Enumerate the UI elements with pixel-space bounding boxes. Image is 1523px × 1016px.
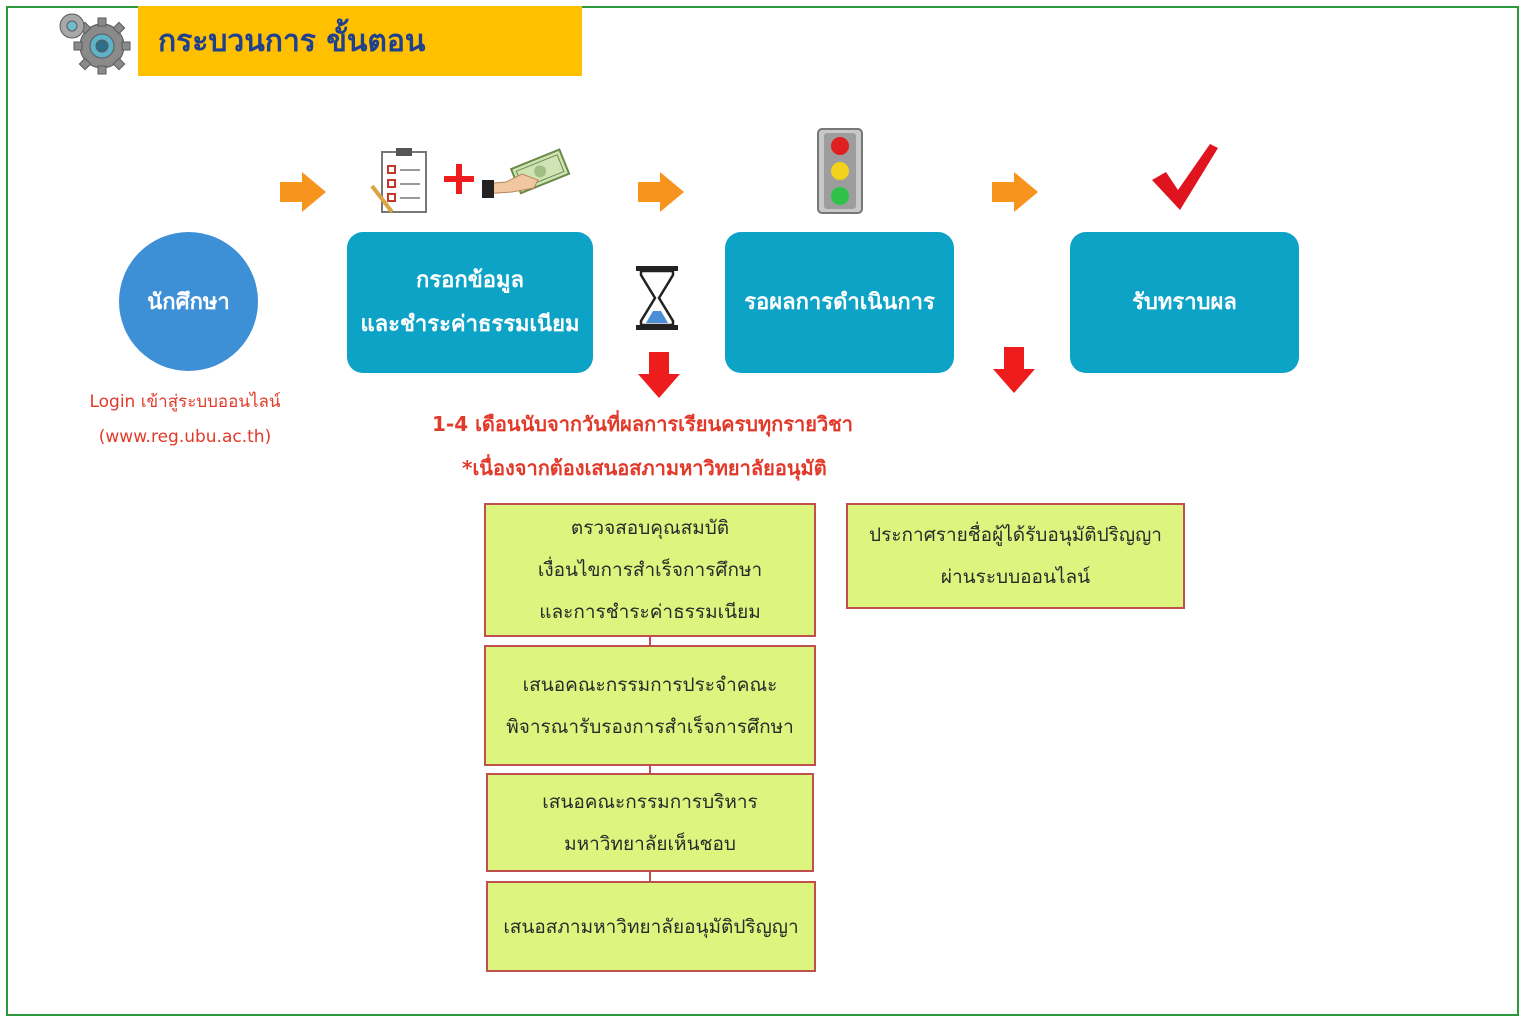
receive-result-label: รับทราบผล: [1132, 289, 1237, 315]
money-hand-icon: [482, 146, 574, 208]
receive-result-box: รับทราบผล: [1070, 232, 1299, 373]
step-line: และการชำระค่าธรรมเนียม: [539, 601, 761, 623]
fill-form-line1: กรอกข้อมูล: [416, 267, 524, 293]
announcement-line1: ประกาศรายชื่อผู้ได้รับอนุมัติปริญญา: [869, 524, 1162, 546]
login-note: Login เข้าสู่ระบบออนไลน์ (www.reg.ubu.ac…: [60, 385, 310, 455]
wait-result-box: รอผลการดำเนินการ: [725, 232, 954, 373]
step-connector: [649, 637, 651, 645]
step-line: เสนอคณะกรรมการบริหาร: [542, 790, 758, 813]
announcement-box: ประกาศรายชื่อผู้ได้รับอนุมัติปริญญา ผ่าน…: [846, 503, 1185, 609]
step-box-executive-committee: เสนอคณะกรรมการบริหาร มหาวิทยาลัยเห็นชอบ: [486, 773, 814, 872]
wait-result-label: รอผลการดำเนินการ: [744, 289, 935, 315]
step-line: เสนอสภามหาวิทยาลัยอนุมัติปริญญา: [503, 915, 799, 938]
step-connector: [649, 872, 651, 881]
step-connector: [649, 766, 651, 773]
step-line: พิจารณารับรองการสำเร็จการศึกษา: [506, 715, 794, 738]
step-box-faculty-committee: เสนอคณะกรรมการประจำคณะ พิจารณารับรองการส…: [484, 645, 816, 766]
page-title: กระบวนการ ขั้นตอน: [158, 23, 426, 59]
step-box-qualification: ตรวจสอบคุณสมบัติ เงื่อนไขการสำเร็จการศึก…: [484, 503, 816, 637]
step-box-university-council: เสนอสภามหาวิทยาลัยอนุมัติปริญญา: [486, 881, 816, 972]
checkmark-icon: [1150, 140, 1220, 212]
gears-icon: [52, 8, 136, 78]
step-line: ตรวจสอบคุณสมบัติ: [570, 517, 730, 539]
checklist-icon: [368, 146, 432, 216]
student-label: นักศึกษา: [147, 290, 230, 315]
announcement-line2: ผ่านระบบออนไลน์: [940, 566, 1091, 588]
orange-arrow-right-icon: [280, 172, 326, 212]
fill-form-line2: และชำระค่าธรรมเนียม: [360, 311, 580, 337]
login-url: (www.reg.ubu.ac.th): [98, 427, 272, 447]
red-arrow-down-icon: [993, 347, 1035, 393]
student-node: นักศึกษา: [119, 232, 258, 371]
step-line: มหาวิทยาลัยเห็นชอบ: [564, 832, 736, 855]
duration-note: 1-4 เดือนนับจากวันที่ผลการเรียนครบทุกราย…: [432, 412, 853, 436]
step-line: เงื่อนไขการสำเร็จการศึกษา: [537, 559, 763, 581]
step-line: เสนอคณะกรรมการประจำคณะ: [522, 673, 778, 696]
orange-arrow-right-icon: [992, 172, 1038, 212]
plus-icon: [442, 162, 476, 196]
red-arrow-down-icon: [638, 352, 680, 398]
reason-note: *เนื่องจากต้องเสนอสภามหาวิทยาลัยอนุมัติ: [462, 456, 827, 480]
login-text: Login เข้าสู่ระบบออนไลน์: [89, 392, 281, 412]
hourglass-icon: [634, 265, 680, 331]
traffic-light-icon: [817, 128, 863, 214]
title-bar: กระบวนการ ขั้นตอน: [138, 6, 582, 76]
fill-form-box: กรอกข้อมูล และชำระค่าธรรมเนียม: [347, 232, 593, 373]
orange-arrow-right-icon: [638, 172, 684, 212]
